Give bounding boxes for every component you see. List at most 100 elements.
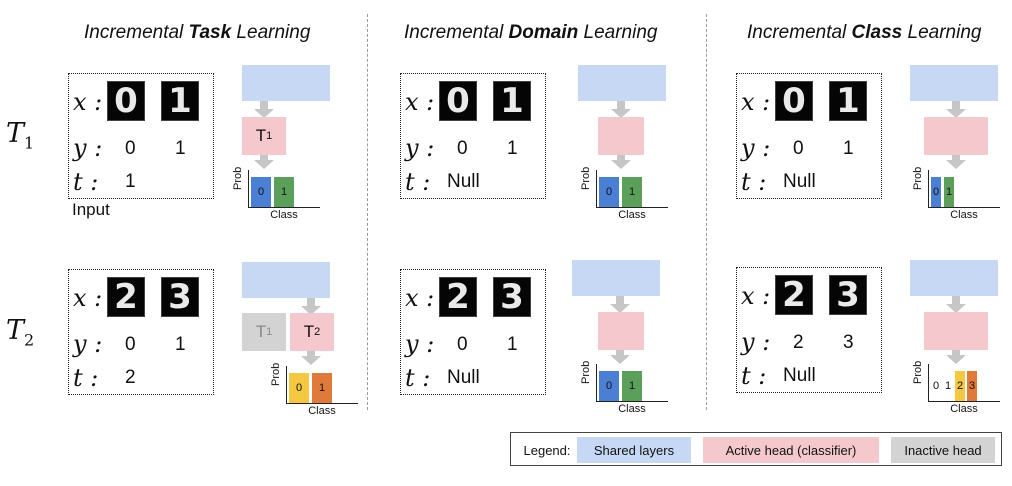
y-variable: y : <box>741 328 771 356</box>
digit-image-0: 0 <box>775 81 813 121</box>
sample-box-domain-t2: x : 2 3 y : 0 1 t : Null <box>400 269 546 395</box>
active-head <box>598 312 644 350</box>
chart-bar: 0 <box>599 177 619 207</box>
shared-layers-block <box>910 65 998 101</box>
y-variable: y : <box>405 134 435 162</box>
input-label: Input <box>72 200 110 219</box>
chart-bar: 0 <box>599 371 619 401</box>
row-label-t2: T2 <box>6 315 35 350</box>
t-variable: t : <box>741 168 767 196</box>
y-value: 2 <box>793 332 804 353</box>
chart-x-label: Class <box>618 209 646 221</box>
chart-y-label: Prob <box>580 360 592 384</box>
t-variable: t : <box>73 364 99 392</box>
y-value: 1 <box>843 138 854 159</box>
chart-category-label: 1 <box>945 380 952 392</box>
chart-bar: 0 <box>251 177 271 207</box>
chart-bar: 1 <box>622 177 642 207</box>
chart-y-axis <box>596 170 597 208</box>
y-value: 1 <box>175 334 186 355</box>
chart-y-axis <box>928 364 929 402</box>
digit-image-0: 0 <box>107 81 145 121</box>
t-variable: t : <box>741 362 767 390</box>
chart-bar: 0 <box>931 177 941 207</box>
column-divider-1 <box>367 14 368 410</box>
digit-image-2: 2 <box>439 277 477 317</box>
x-variable: x : <box>405 88 435 116</box>
y-value: 0 <box>793 138 804 159</box>
chart-x-axis <box>928 401 1000 402</box>
t-value: Null <box>447 367 480 388</box>
shared-layers-block <box>910 260 998 296</box>
y-value: 0 <box>457 334 468 355</box>
digit-image-0: 0 <box>439 81 477 121</box>
digit-image-2: 2 <box>775 275 813 315</box>
digit-image-3: 3 <box>829 275 867 315</box>
y-value: 1 <box>175 138 186 159</box>
chart-x-axis <box>928 207 1000 208</box>
digit-image-3: 3 <box>493 277 531 317</box>
active-head <box>924 117 988 155</box>
shared-layers-block <box>242 262 330 298</box>
sample-box-class-t1: x : 0 1 y : 0 1 t : Null <box>736 73 882 199</box>
chart-x-axis <box>596 401 668 402</box>
title-domain-learning: Incremental Domain Learning <box>404 22 658 43</box>
t-value: 2 <box>125 367 136 388</box>
chart-bar: 1 <box>944 177 954 207</box>
y-value: 0 <box>457 138 468 159</box>
t-value: Null <box>447 171 480 192</box>
sample-box-task-t1: x : 0 1 y : 0 1 t : 1 <box>68 73 214 199</box>
chart-x-label: Class <box>618 403 646 415</box>
title-class-learning: Incremental Class Learning <box>747 22 982 43</box>
shared-layers-block <box>578 65 666 101</box>
digit-image-1: 1 <box>829 81 867 121</box>
legend-shared-layers: Shared layers <box>577 437 691 463</box>
active-head <box>924 312 988 350</box>
x-variable: x : <box>405 284 435 312</box>
chart-x-axis <box>248 207 320 208</box>
t-variable: t : <box>405 364 431 392</box>
digit-image-2: 2 <box>107 277 145 317</box>
y-value: 0 <box>125 334 136 355</box>
chart-x-axis <box>596 207 668 208</box>
legend: Legend: Shared layers Active head (class… <box>510 432 1002 466</box>
chart-y-label: Prob <box>580 166 592 190</box>
chart-x-label: Class <box>950 209 978 221</box>
title-task-learning: Incremental Task Learning <box>84 22 311 43</box>
chart-bar: 1 <box>622 371 642 401</box>
chart-x-axis <box>286 403 358 404</box>
sample-box-class-t2: x : 2 3 y : 2 3 t : Null <box>736 267 882 393</box>
t-value: Null <box>783 171 816 192</box>
x-variable: x : <box>73 88 103 116</box>
t-value: Null <box>783 365 816 386</box>
y-variable: y : <box>73 330 103 358</box>
y-variable: y : <box>741 134 771 162</box>
chart-x-label: Class <box>950 403 978 415</box>
legend-active-head: Active head (classifier) <box>703 437 879 463</box>
y-value: 1 <box>507 138 518 159</box>
x-variable: x : <box>741 282 771 310</box>
chart-x-label: Class <box>270 209 298 221</box>
y-value: 1 <box>507 334 518 355</box>
chart-bar: 3 <box>967 371 977 401</box>
chart-y-label: Prob <box>270 362 282 386</box>
shared-layers-block <box>242 65 330 101</box>
chart-y-axis <box>286 366 287 404</box>
y-variable: y : <box>405 330 435 358</box>
chart-category-label: 0 <box>933 380 940 392</box>
t-variable: t : <box>73 168 99 196</box>
digit-image-3: 3 <box>161 277 199 317</box>
chart-y-axis <box>596 364 597 402</box>
t-value: 1 <box>125 171 136 192</box>
shared-layers-block <box>572 260 660 296</box>
chart-bar: 1 <box>274 177 294 207</box>
chart-y-axis <box>928 170 929 208</box>
